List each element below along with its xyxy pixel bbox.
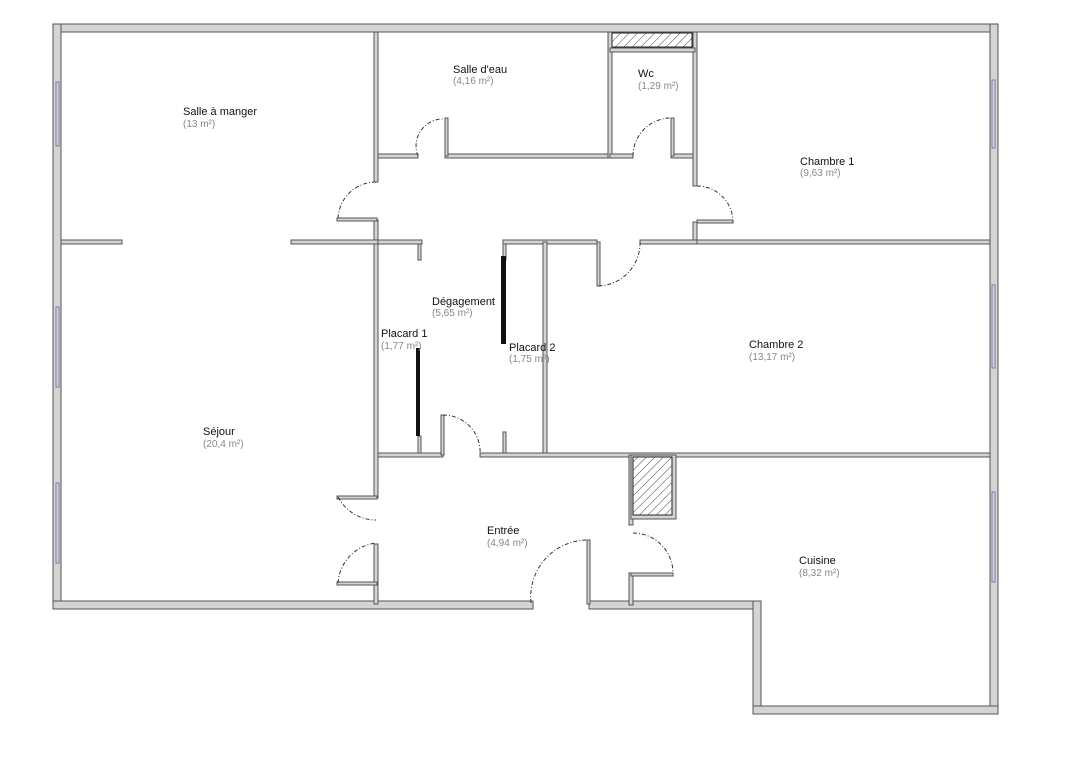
door-chambre-1[interactable] [696,185,734,223]
window-sejour-1 [55,306,60,388]
room-name: Dégagement [432,296,495,308]
door-cuisine[interactable] [632,532,674,574]
room-name: Wc [638,68,654,80]
wall-ch1-bottom [694,239,991,245]
room-name: Chambre 2 [749,339,803,351]
wall-pl1-top [377,239,423,245]
door-sejour-left-leaf[interactable] [337,496,377,521]
door-salle-a-manger[interactable] [337,181,377,221]
door-stop-front [586,539,591,605]
wall-pl1-r1 [417,243,422,261]
room-placard-2: Placard 2 (1,75 m²) [509,342,555,365]
wall-left [52,23,62,610]
room-salle-d-eau: Salle d'eau (4,16 m²) [453,64,507,87]
room-area: (1,77 m²) [381,341,422,352]
wall-shaft [609,47,696,53]
wall-wc-2 [670,153,696,159]
wall-bottom-right [752,705,999,715]
room-name: Cuisine [799,555,836,567]
room-area: (9,63 m²) [800,168,841,179]
door-stop-ch2 [596,241,601,287]
wall-v1c [373,543,379,605]
room-area: (8,32 m²) [799,568,840,579]
wall-v1a [373,31,379,183]
interior-walls [60,31,991,606]
door-chambre-2[interactable] [597,241,641,287]
door-stop-wc [670,117,675,157]
door-stop-sam [336,217,378,222]
utility-shaft-hatched [611,32,693,48]
wall-deg-bot-1 [377,452,444,458]
front-door[interactable] [530,539,589,604]
room-area: (1,75 m²) [509,354,550,365]
room-sejour: Séjour (20,4 m²) [203,426,244,450]
sliding-door-placard-1[interactable] [416,348,420,436]
room-name: Entrée [487,525,519,537]
room-area: (1,29 m²) [638,81,679,92]
door-stop-cuisine [630,572,674,577]
doors [337,117,734,604]
window-chambre-2 [991,284,996,369]
utility-shaft-hatched-2 [632,456,673,516]
wall-sde-2 [444,153,611,159]
room-placard-1: Placard 1 (1,77 m²) [381,328,427,352]
room-wc: Wc (1,29 m²) [638,68,679,92]
room-chambre-1: Chambre 1 (9,63 m²) [800,156,854,179]
room-area: (13 m²) [183,119,215,130]
windows [55,79,996,583]
door-stop-ch1 [696,219,734,224]
wall-deg-top-1 [502,239,598,245]
room-name: Placard 2 [509,342,555,354]
room-chambre-2: Chambre 2 (13,17 m²) [749,339,803,363]
exterior-walls [52,23,999,715]
wall-sde-1 [377,153,419,159]
door-stop-sde [444,117,449,157]
window-sejour-2 [55,482,60,564]
room-area: (13,17 m²) [749,352,795,363]
door-salle-d-eau[interactable] [415,118,446,157]
wall-pl2-l2 [502,431,507,457]
door-degagement[interactable] [442,414,481,456]
wall-deg-bot-2 [479,452,991,458]
wall-entree-cuisine-2 [628,572,634,606]
room-area: (20,4 m²) [203,439,244,450]
room-degagement: Dégagement (5,65 m²) [432,296,495,319]
room-name: Salle à manger [183,106,257,118]
room-name: Séjour [203,426,235,438]
wall-wc-ch1a [692,31,698,187]
door-stop-sej-1 [336,495,378,500]
wall-deg-top-2 [639,239,698,245]
room-name: Chambre 1 [800,156,854,168]
wall-cuisine-step [752,600,762,715]
wall-v1b [373,219,379,499]
wall-top [52,23,999,33]
door-sejour-right-leaf[interactable] [337,542,377,584]
sliding-door-placard-2[interactable] [501,256,506,344]
wall-bottom-left [52,600,534,610]
room-name: Salle d'eau [453,64,507,76]
wall-bottom-mid [588,600,762,610]
room-entree: Entrée (4,94 m²) [487,525,528,549]
room-salle-a-manger: Salle à manger (13 m²) [183,106,257,130]
room-area: (4,94 m²) [487,538,528,549]
door-wc[interactable] [632,117,672,157]
window-salle-a-manger [55,81,60,147]
door-stop-deg [440,414,445,456]
wall-right [989,23,999,715]
room-cuisine: Cuisine (8,32 m²) [799,555,840,579]
wall-h-sam-left [60,239,123,245]
window-chambre-1 [991,79,996,149]
wall-wc-1 [609,153,634,159]
room-area: (5,65 m²) [432,308,473,319]
room-area: (4,16 m²) [453,76,494,87]
window-cuisine [991,491,996,583]
door-stop-sej-2 [336,581,378,586]
room-name: Placard 1 [381,328,427,340]
wall-h-sam-right [290,239,379,245]
room-labels: Salle à manger (13 m²) Salle d'eau (4,16… [183,64,854,579]
